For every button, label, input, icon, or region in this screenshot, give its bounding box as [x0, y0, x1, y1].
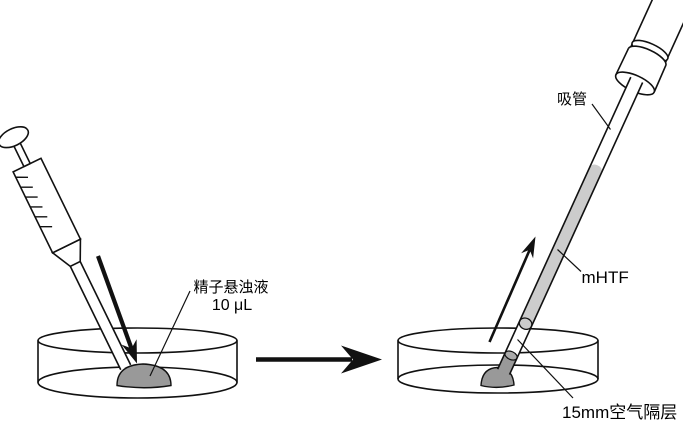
step1-deposit-group: 精子悬浊液 10 μL	[0, 126, 269, 399]
mhtf-column	[520, 164, 602, 325]
pipette-barrel-body	[630, 0, 683, 65]
step2-aspirate-group: 吸管 mHTF 15mm空气隔层	[397, 0, 683, 422]
mhtf-leader-line	[557, 249, 582, 272]
pipette-barrel-left-edge	[629, 0, 683, 49]
pipette-label: 吸管	[557, 91, 587, 108]
right-arrow-icon	[256, 345, 382, 374]
up-arrow-shaft	[488, 249, 531, 343]
suspension-label: 精子悬浊液	[193, 279, 268, 296]
syringe-tip-right-edge	[79, 261, 132, 366]
pipette-tube-left-edge	[496, 76, 632, 370]
syringe-barrel	[12, 157, 82, 254]
pipette	[496, 0, 683, 377]
petri-dish-right	[397, 327, 599, 394]
down-arrow-head	[121, 339, 137, 364]
pipette-barrel-right-edge	[664, 0, 683, 65]
syringe-tip-body	[70, 261, 131, 370]
dish-top-rim	[397, 327, 599, 354]
down-arrow-shaft	[96, 255, 134, 350]
right-arrow-head	[341, 345, 382, 374]
dish-top-rim	[37, 327, 238, 354]
down-arrow-icon	[96, 255, 137, 364]
air-gap-leader-line	[517, 339, 574, 399]
pipette-leader-line	[591, 103, 611, 130]
pipette-tube-right-edge	[508, 82, 644, 375]
suspension-volume-label: 10 μL	[212, 297, 252, 314]
suspension-leader-line	[149, 290, 191, 377]
syringe-thumb-pad	[0, 126, 30, 149]
syringe	[0, 126, 132, 371]
syringe-tip-left-edge	[69, 266, 122, 371]
air-gap-label: 15mm空气隔层	[562, 403, 677, 422]
up-arrow-icon	[488, 236, 536, 343]
mhtf-label: mHTF	[582, 268, 629, 287]
syringe-graduations	[15, 176, 53, 228]
up-arrow-head	[521, 236, 536, 259]
suspension-droplet-left	[116, 363, 172, 389]
